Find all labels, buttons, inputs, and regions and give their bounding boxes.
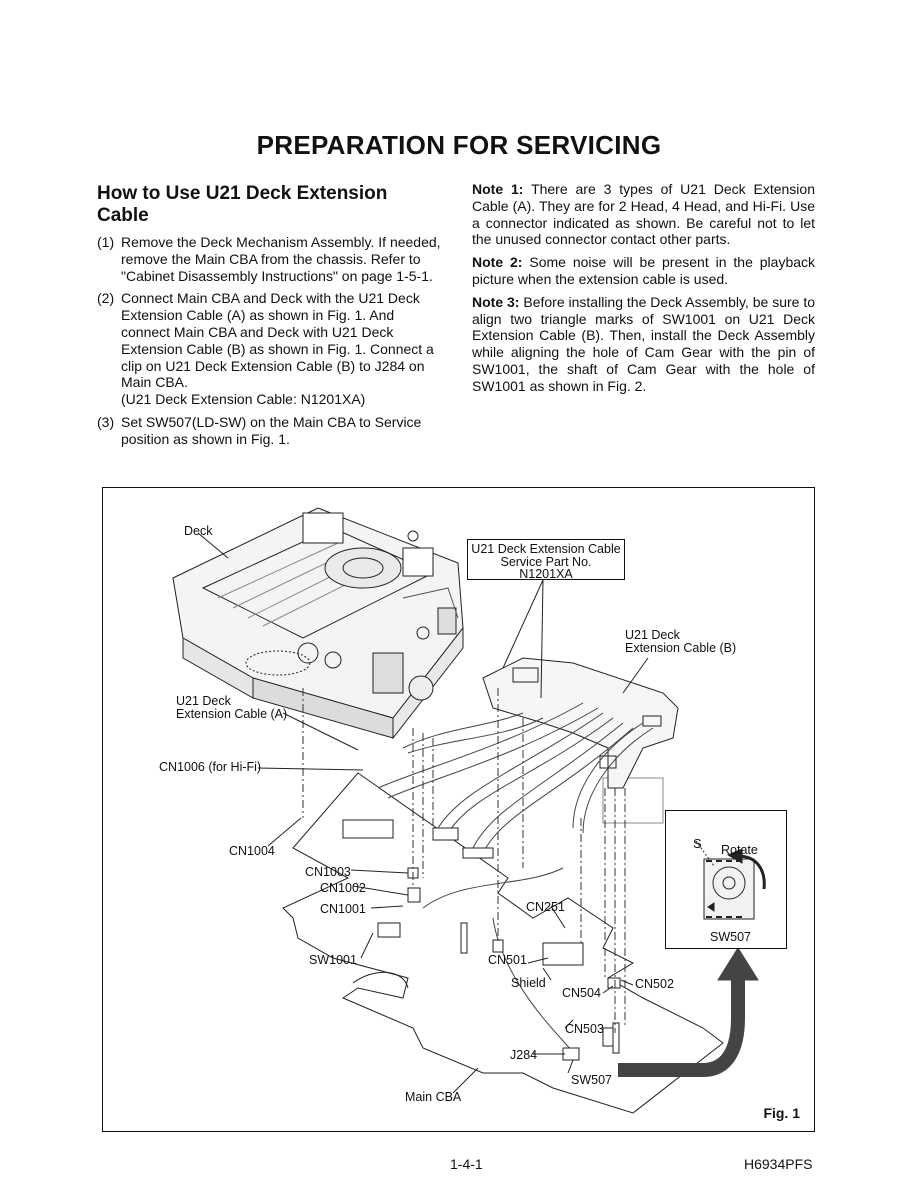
label-cn251: CN251 xyxy=(526,900,565,914)
label-sw1001: SW1001 xyxy=(309,953,357,967)
note-item: Note 3: Before installing the Deck Assem… xyxy=(472,294,815,395)
main-cba-board xyxy=(282,772,724,1114)
note-text: There are 3 types of U21 Deck Extension … xyxy=(472,181,815,248)
step-text: Connect Main CBA and Deck with the U21 D… xyxy=(121,290,434,391)
label-cable-a-line1: U21 Deck xyxy=(176,694,231,708)
inset-label-sw507: SW507 xyxy=(710,930,751,944)
label-cn1006: CN1006 (for Hi-Fi) xyxy=(159,760,262,774)
label-sw507: SW507 xyxy=(571,1073,612,1087)
label-cable-b-line1: U21 Deck xyxy=(625,628,680,642)
inset-label-s: S xyxy=(693,836,702,851)
sw507-inset-drawing xyxy=(695,840,766,920)
label-j284: J284 xyxy=(510,1048,538,1062)
label-cable-b-line2: Extension Cable (B) xyxy=(625,641,737,655)
step-subtext: (U21 Deck Extension Cable: N1201XA) xyxy=(121,391,366,408)
step-item: (1) Remove the Deck Mechanism Assembly. … xyxy=(97,234,442,284)
label-main-cba: Main CBA xyxy=(405,1090,462,1104)
label-cn1004: CN1004 xyxy=(229,844,275,858)
step-number: (1) xyxy=(97,234,115,250)
step-item: (3) Set SW507(LD-SW) on the Main CBA to … xyxy=(97,414,442,448)
page-number: 1-4-1 xyxy=(450,1156,483,1172)
leader-lines xyxy=(197,532,649,1094)
label-deck: Deck xyxy=(184,524,213,538)
service-box-line3: N1201XA xyxy=(519,567,573,581)
service-box-line1: U21 Deck Extension Cable xyxy=(471,542,621,556)
note-label: Note 1: xyxy=(472,181,524,197)
instruction-steps: (1) Remove the Deck Mechanism Assembly. … xyxy=(97,234,442,454)
step-text: Set SW507(LD-SW) on the Main CBA to Serv… xyxy=(121,413,422,447)
inset-pointer-arrow xyxy=(618,947,759,1077)
figure-1: Deck U21 Deck Extension Cable Service Pa… xyxy=(102,487,815,1132)
label-cn1002: CN1002 xyxy=(320,881,366,895)
service-part-box: U21 Deck Extension Cable Service Part No… xyxy=(467,539,625,580)
label-cn501: CN501 xyxy=(488,953,527,967)
label-cn1001: CN1001 xyxy=(320,902,366,916)
label-shield: Shield xyxy=(511,976,546,990)
document-code: H6934PFS xyxy=(744,1156,813,1172)
service-box-line2: Service Part No. xyxy=(500,554,592,569)
note-item: Note 2: Some noise will be present in th… xyxy=(472,254,815,288)
label-cn503: CN503 xyxy=(565,1022,604,1036)
section-heading: How to Use U21 Deck Extension Cable xyxy=(97,183,388,226)
ribbon-cables xyxy=(377,702,654,1054)
note-text: Before installing the Deck Assembly, be … xyxy=(472,293,816,394)
alignment-lines xyxy=(302,688,626,1033)
label-cn1003: CN1003 xyxy=(305,865,351,879)
step-text: Remove the Deck Mechanism Assembly. If n… xyxy=(121,234,441,284)
step-number: (2) xyxy=(97,290,115,307)
deck-mechanism xyxy=(172,507,464,740)
note-label: Note 2: xyxy=(472,254,523,271)
label-cn504: CN504 xyxy=(562,986,601,1000)
label-cable-a-line2: Extension Cable (A) xyxy=(176,707,288,721)
notes-column: Note 1: There are 3 types of U21 Deck Ex… xyxy=(472,181,815,401)
step-number: (3) xyxy=(97,413,115,430)
note-text: Some noise will be present in the playba… xyxy=(472,254,816,287)
step-item: (2) Connect Main CBA and Deck with the U… xyxy=(97,290,442,408)
note-item: Note 1: There are 3 types of U21 Deck Ex… xyxy=(472,181,815,248)
figure-label: Fig. 1 xyxy=(763,1105,800,1121)
inset-label-rotate: Rotate xyxy=(721,843,758,857)
figure-drawing xyxy=(172,507,759,1114)
extension-cable-b-board xyxy=(482,657,679,789)
note-label: Note 3: xyxy=(472,293,520,310)
label-cn502: CN502 xyxy=(635,977,674,991)
page-title: PREPARATION FOR SERVICING xyxy=(256,130,662,160)
sw507-inset: S Rotate SW507 xyxy=(665,810,787,949)
